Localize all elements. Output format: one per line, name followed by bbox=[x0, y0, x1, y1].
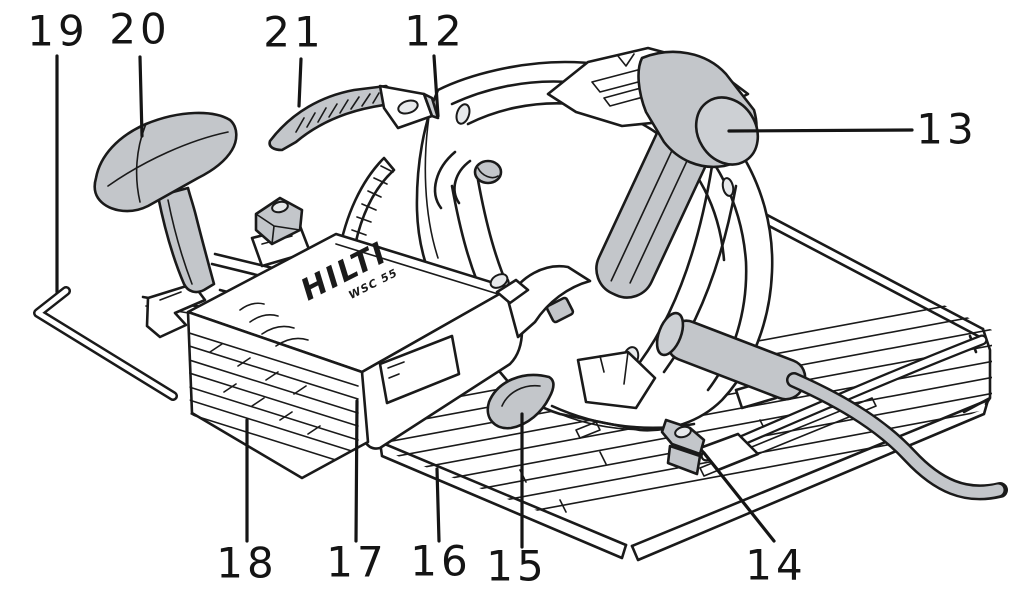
base-plate-left-tab-notch bbox=[159, 291, 182, 301]
callout-leader-line bbox=[435, 467, 441, 543]
guard-retract-lever-seam bbox=[501, 384, 541, 407]
housing-top-vent-curls bbox=[239, 302, 309, 347]
lock-off-button bbox=[545, 296, 575, 324]
base-plate-front-right-edge bbox=[630, 398, 990, 548]
vent-slat bbox=[188, 412, 359, 468]
callout-number: 13 bbox=[916, 105, 977, 154]
callout-19: 19 bbox=[27, 7, 88, 294]
guard-retract-lever-body bbox=[486, 373, 555, 430]
vent-slat bbox=[188, 331, 359, 387]
switch-bracket bbox=[495, 278, 530, 305]
rear-handle-grip-seam bbox=[610, 127, 697, 284]
bevel-knob-hole bbox=[271, 200, 289, 214]
base-plate-small-cutout bbox=[575, 421, 601, 439]
callout-layer: 12 13 14 15 16 17 18 19 20 21 bbox=[27, 5, 977, 591]
callout-15: 15 bbox=[486, 412, 547, 591]
vent-hatch bbox=[209, 343, 321, 435]
rating-plate-text-lines bbox=[387, 361, 405, 379]
callout-leader-line bbox=[354, 399, 359, 543]
clamping-knob-hole bbox=[674, 425, 692, 439]
spindle-lock-seam bbox=[477, 167, 499, 179]
clamping-knob bbox=[660, 418, 760, 476]
vent-slat bbox=[188, 358, 359, 414]
vent-slat bbox=[188, 344, 359, 400]
t-handle-bar-seam bbox=[107, 131, 229, 187]
vent-slat bbox=[188, 371, 359, 427]
callout-number: 20 bbox=[109, 5, 170, 54]
guard-pivot-seam bbox=[599, 351, 629, 385]
bevel-adjust-knob bbox=[254, 196, 304, 246]
blade-guard-hole bbox=[455, 103, 471, 125]
callout-21: 21 bbox=[263, 8, 324, 108]
power-cord-fill bbox=[788, 374, 1004, 498]
vent-slat bbox=[188, 398, 359, 454]
callout-12: 12 bbox=[404, 7, 465, 118]
guard-pivot-bracket bbox=[576, 350, 657, 410]
callout-leader-line bbox=[702, 451, 776, 543]
callout-16: 16 bbox=[410, 467, 471, 586]
adjusting-lever-bracket-side bbox=[422, 92, 440, 120]
housing-top-hole bbox=[489, 273, 509, 289]
t-handle-bar bbox=[93, 111, 238, 213]
callout-20: 20 bbox=[109, 5, 170, 138]
vent-slat bbox=[188, 385, 359, 441]
callout-number: 19 bbox=[27, 7, 88, 56]
switch-assembly bbox=[495, 264, 592, 339]
callout-number: 21 bbox=[263, 8, 324, 57]
power-cord-assembly bbox=[655, 311, 1008, 501]
callout-leader-line bbox=[727, 128, 914, 133]
clamping-knob-body bbox=[666, 444, 702, 476]
callout-leader-line bbox=[432, 54, 440, 118]
callout-13: 13 bbox=[727, 105, 977, 154]
guard-pivot-body bbox=[576, 350, 657, 410]
motor-vents bbox=[188, 331, 359, 468]
base-plate-slot bbox=[699, 397, 877, 477]
t-handle-stem bbox=[156, 186, 216, 294]
blade-guard-rear-hole bbox=[721, 177, 735, 197]
spindle-lock-button bbox=[473, 159, 503, 185]
blade-guard-left-seam bbox=[424, 109, 439, 259]
motor-housing: HILTI WSC 55 bbox=[186, 232, 524, 480]
depth-hook bbox=[433, 150, 472, 210]
cord-guard-collar bbox=[655, 311, 685, 357]
spindle-lock bbox=[433, 150, 503, 210]
adjusting-lever bbox=[268, 84, 440, 152]
callout-18: 18 bbox=[216, 418, 277, 588]
chip-ejector-face bbox=[694, 96, 760, 166]
callout-number: 12 bbox=[404, 7, 465, 56]
fence-t-handle bbox=[93, 111, 238, 294]
adjusting-lever-blade bbox=[268, 84, 395, 152]
callout-number: 16 bbox=[410, 537, 471, 586]
guard-retract-lever bbox=[486, 373, 555, 430]
hex-key-fill bbox=[35, 288, 176, 399]
callout-number: 15 bbox=[486, 542, 547, 591]
callout-number: 14 bbox=[745, 541, 806, 590]
callout-leader-line bbox=[138, 55, 144, 138]
t-handle-stem-seam bbox=[167, 199, 193, 285]
switch-web bbox=[506, 264, 592, 339]
adjusting-lever-serration bbox=[295, 92, 380, 133]
rating-plate bbox=[378, 334, 461, 405]
chip-ejector-assembly bbox=[546, 46, 760, 169]
callout-number: 17 bbox=[326, 538, 387, 587]
callout-14: 14 bbox=[702, 451, 806, 590]
callout-leader-line bbox=[297, 57, 303, 108]
bevel-knob-seam bbox=[255, 213, 301, 245]
adjusting-lever-hole bbox=[397, 99, 419, 115]
callout-17: 17 bbox=[326, 399, 387, 587]
motor-housing-top-seam bbox=[335, 243, 499, 295]
callout-number: 18 bbox=[216, 539, 277, 588]
hex-key bbox=[33, 286, 178, 401]
